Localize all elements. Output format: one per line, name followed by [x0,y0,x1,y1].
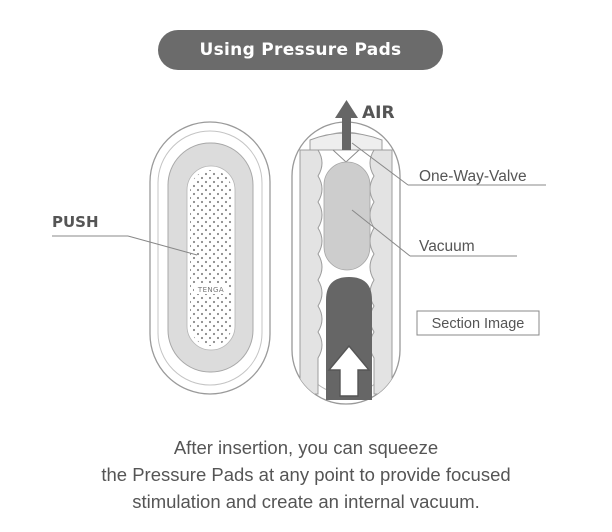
title-banner: Using Pressure Pads [158,30,443,70]
air-arrow-icon [335,100,358,150]
section-view [291,121,401,405]
caption: After insertion, you can squeeze the Pre… [0,434,612,515]
caption-line: the Pressure Pads at any point to provid… [101,464,511,485]
air-label: AIR [362,103,395,123]
product-external-view [149,121,271,395]
push-label: PUSH [52,213,99,231]
vacuum-leader-line [351,209,411,257]
section-image-box [416,310,540,336]
caption-line: stimulation and create an internal vacuu… [132,491,480,512]
section-image-label: Section Image [432,316,525,332]
push-leader-line-diagonal [127,235,198,256]
brand-logo: TENGA [197,286,224,294]
valve-label: One-Way-Valve [419,168,527,185]
valve-leader-line [351,142,409,186]
caption-line: After insertion, you can squeeze [173,437,439,458]
vacuum-label: Vacuum [419,238,475,255]
